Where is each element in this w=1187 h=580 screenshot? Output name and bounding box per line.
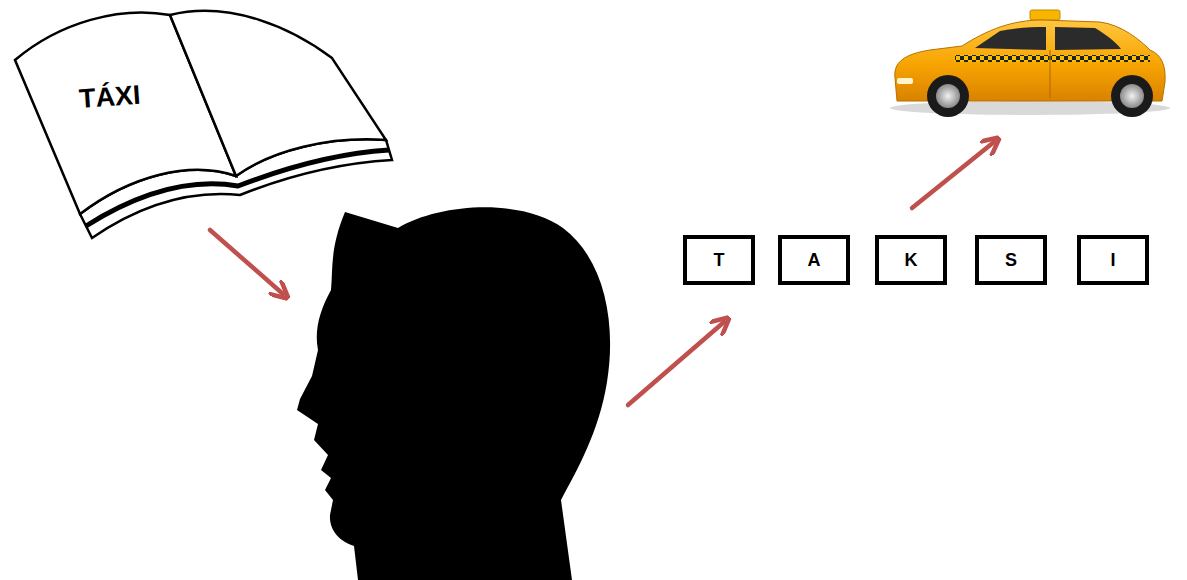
- node-label: K: [905, 250, 918, 271]
- node-label: I: [1110, 250, 1115, 271]
- node-label: A: [808, 250, 821, 271]
- right-page: [170, 11, 386, 176]
- letter-box: K: [875, 235, 947, 285]
- letter-box: T: [683, 235, 755, 285]
- letter-box: I: [1077, 235, 1149, 285]
- flow-arrow: [628, 322, 724, 405]
- book-outline: [0, 0, 400, 250]
- node-label: TÁXI: [78, 80, 142, 115]
- head-silhouette: [297, 207, 610, 580]
- letter-box: S: [975, 235, 1047, 285]
- flow-arrow: [912, 142, 994, 208]
- open-book: TÁXI: [0, 0, 400, 250]
- node-label: T: [714, 250, 725, 271]
- flow-arrow: [210, 230, 283, 294]
- letter-box: A: [778, 235, 850, 285]
- node-label: S: [1005, 250, 1017, 271]
- taxi-car: [890, 10, 1170, 117]
